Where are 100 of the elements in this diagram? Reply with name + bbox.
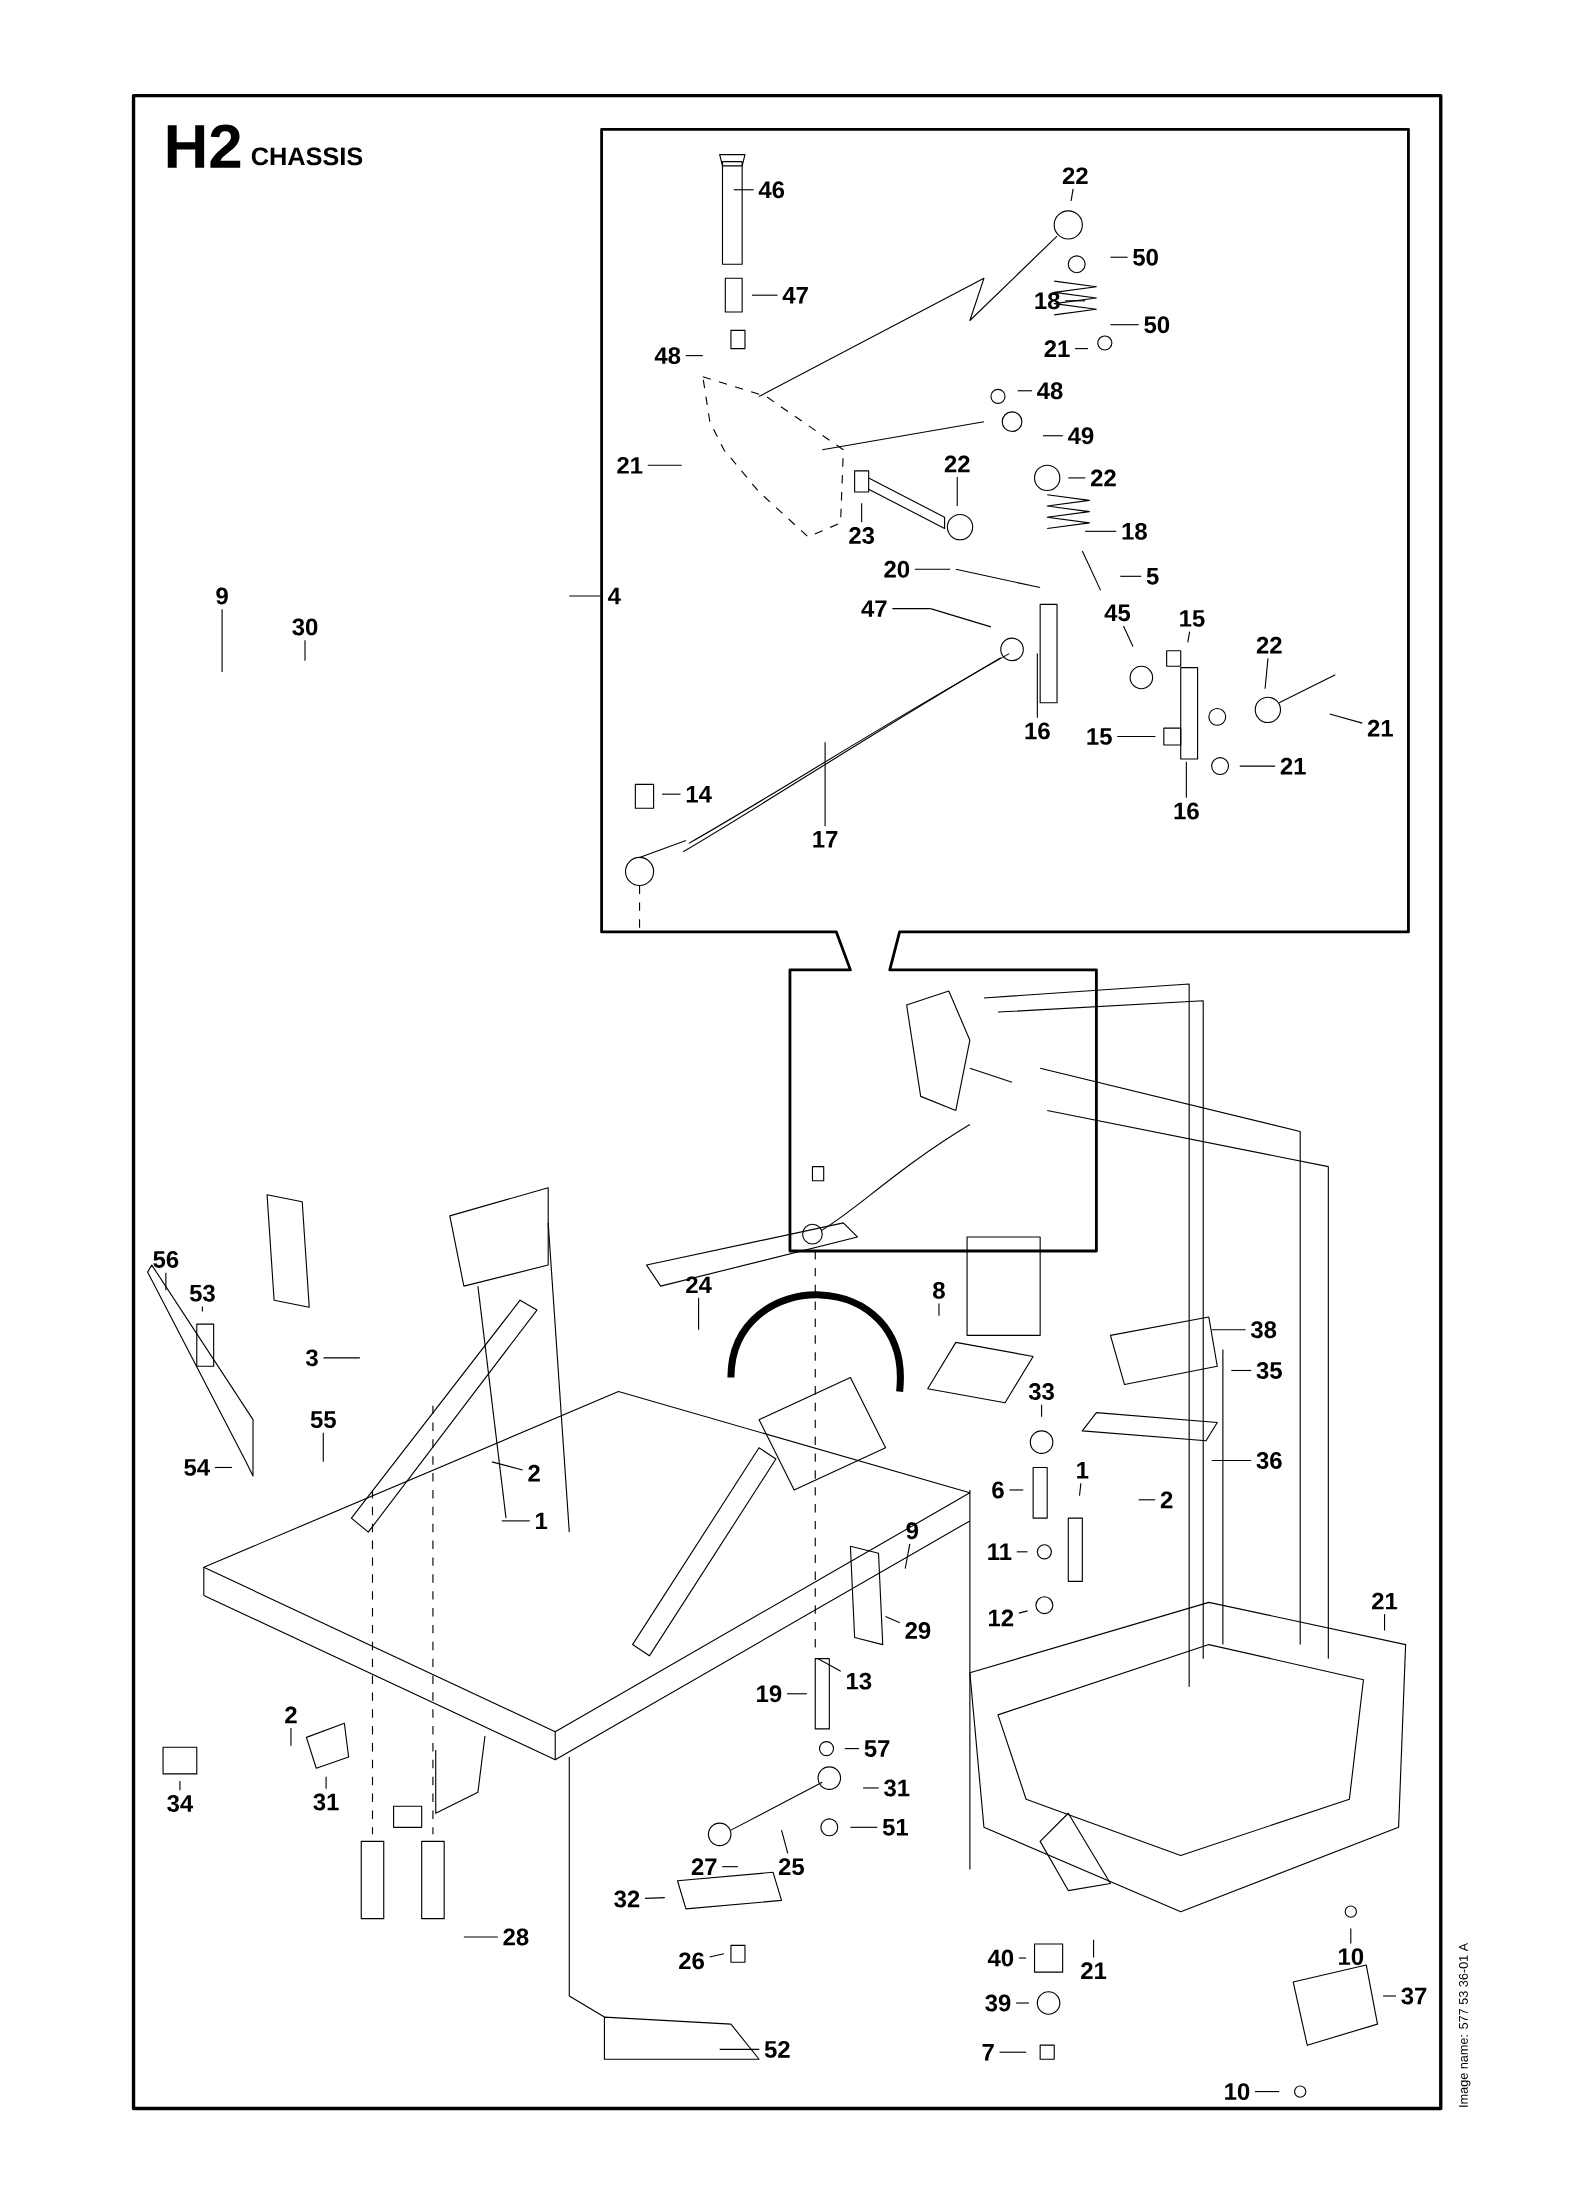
callout-number: 39 [985,1994,1011,2012]
leader-line [1093,1939,1095,1959]
callout-number: 20 [884,560,910,578]
leader-line [1079,1482,1082,1497]
callout-number: 12 [989,1609,1014,1627]
callout-number: 46 [758,181,785,199]
callout-number: 22 [944,455,970,473]
callout-number: 30 [292,618,318,636]
callout-number: 25 [779,1858,805,1876]
callout-number: 37 [1401,1987,1427,2005]
leader-line [1064,300,1086,302]
leader-line [323,1357,361,1359]
callout-number: 2 [528,1464,540,1482]
callout-number: 28 [503,1928,529,1946]
leader-line [501,1520,531,1522]
callout-number: 31 [313,1793,339,1811]
leader-line [781,1829,789,1854]
callout-number: 21 [1280,757,1306,775]
callout-number: 6 [992,1481,1004,1499]
callout-number: 48 [1037,382,1063,400]
callout-number: 38 [1250,1321,1277,1339]
leader-line [322,1432,324,1463]
leader-line [1138,1499,1156,1501]
leader-line [1230,1369,1252,1372]
leader-line [1187,631,1191,643]
leader-line [844,1748,860,1750]
callout-number: 5 [1146,567,1159,585]
leader-line [1185,761,1187,799]
leader-line [463,1936,499,1938]
leader-line [1119,575,1142,577]
callout-number: 13 [847,1672,872,1690]
leader-line [1123,625,1134,648]
leader-line [1211,1459,1252,1461]
callout-number: 22 [1256,636,1282,654]
leader-line [719,2048,760,2050]
leader-line [786,1693,808,1695]
callout-number: 1 [1077,1462,1089,1479]
leader-line [1008,1489,1024,1491]
callout-number: 36 [1256,1452,1282,1469]
leader-line [849,1826,878,1828]
callout-number: 26 [679,1952,705,1970]
callout-number: 18 [1035,292,1060,310]
leader-line [1070,188,1074,202]
callout-number: 24 [686,1276,712,1294]
leader-line [201,1305,204,1312]
leader-line [491,1461,524,1471]
leader-line [1016,1551,1029,1553]
callout-number: 17 [813,830,838,848]
callout-number: 4 [608,587,621,605]
leader-line [751,294,779,296]
callout-number: 21 [1081,1962,1107,1980]
callout-number: 21 [1044,340,1070,357]
callout-number: 18 [1122,522,1147,540]
callout-number: 2 [285,1706,297,1724]
callout-number: 3 [306,1349,318,1367]
leader-line [904,1543,911,1570]
callout-number: 50 [1133,248,1158,266]
leader-line [290,1727,292,1747]
leader-line [325,1776,327,1790]
callout-number: 47 [782,286,808,304]
leader-line [1042,435,1064,437]
leader-line [999,2051,1027,2053]
callout-number: 9 [216,587,228,605]
leader-line [861,502,863,523]
leader-line [1017,390,1033,392]
callout-number: 55 [310,1411,336,1428]
leader-line [221,608,223,673]
leader-line [165,1272,167,1291]
leader-line [1264,657,1269,690]
leader-line [938,1303,940,1317]
callout-number: 49 [1068,427,1094,445]
leader-line [709,1953,725,1958]
title: CHASSIS [251,147,363,166]
leader-line [568,595,604,597]
leader-line [647,464,683,466]
callout-number: 54 [184,1459,211,1476]
leader-line [914,568,951,570]
callout-number: 8 [933,1281,945,1299]
callout-number: 1 [536,1512,548,1530]
callout-number: 7 [982,2044,994,2061]
leader-line [1036,653,1038,719]
leader-line [1329,713,1363,724]
callout-number: 16 [1174,802,1199,820]
callout-number: 11 [988,1543,1012,1561]
callout-number: 50 [1144,316,1170,334]
leader-line [1041,1404,1043,1418]
callout-number: 45 [1104,604,1131,622]
leader-line [817,1658,842,1672]
callout-number: 29 [905,1622,931,1639]
leader-line [1109,256,1129,258]
leader-line [721,1866,739,1868]
leader-line [304,639,306,662]
callout-number: 16 [1025,722,1050,740]
leader-line [1018,1957,1027,1959]
callout-number: 57 [864,1740,890,1757]
callout-number: 31 [884,1779,910,1797]
image-name: Image name: 577 53 36-01 A [1459,1942,1471,2107]
leader-line [824,741,826,827]
leader-line [661,793,682,795]
callout-number: 51 [882,1818,909,1836]
